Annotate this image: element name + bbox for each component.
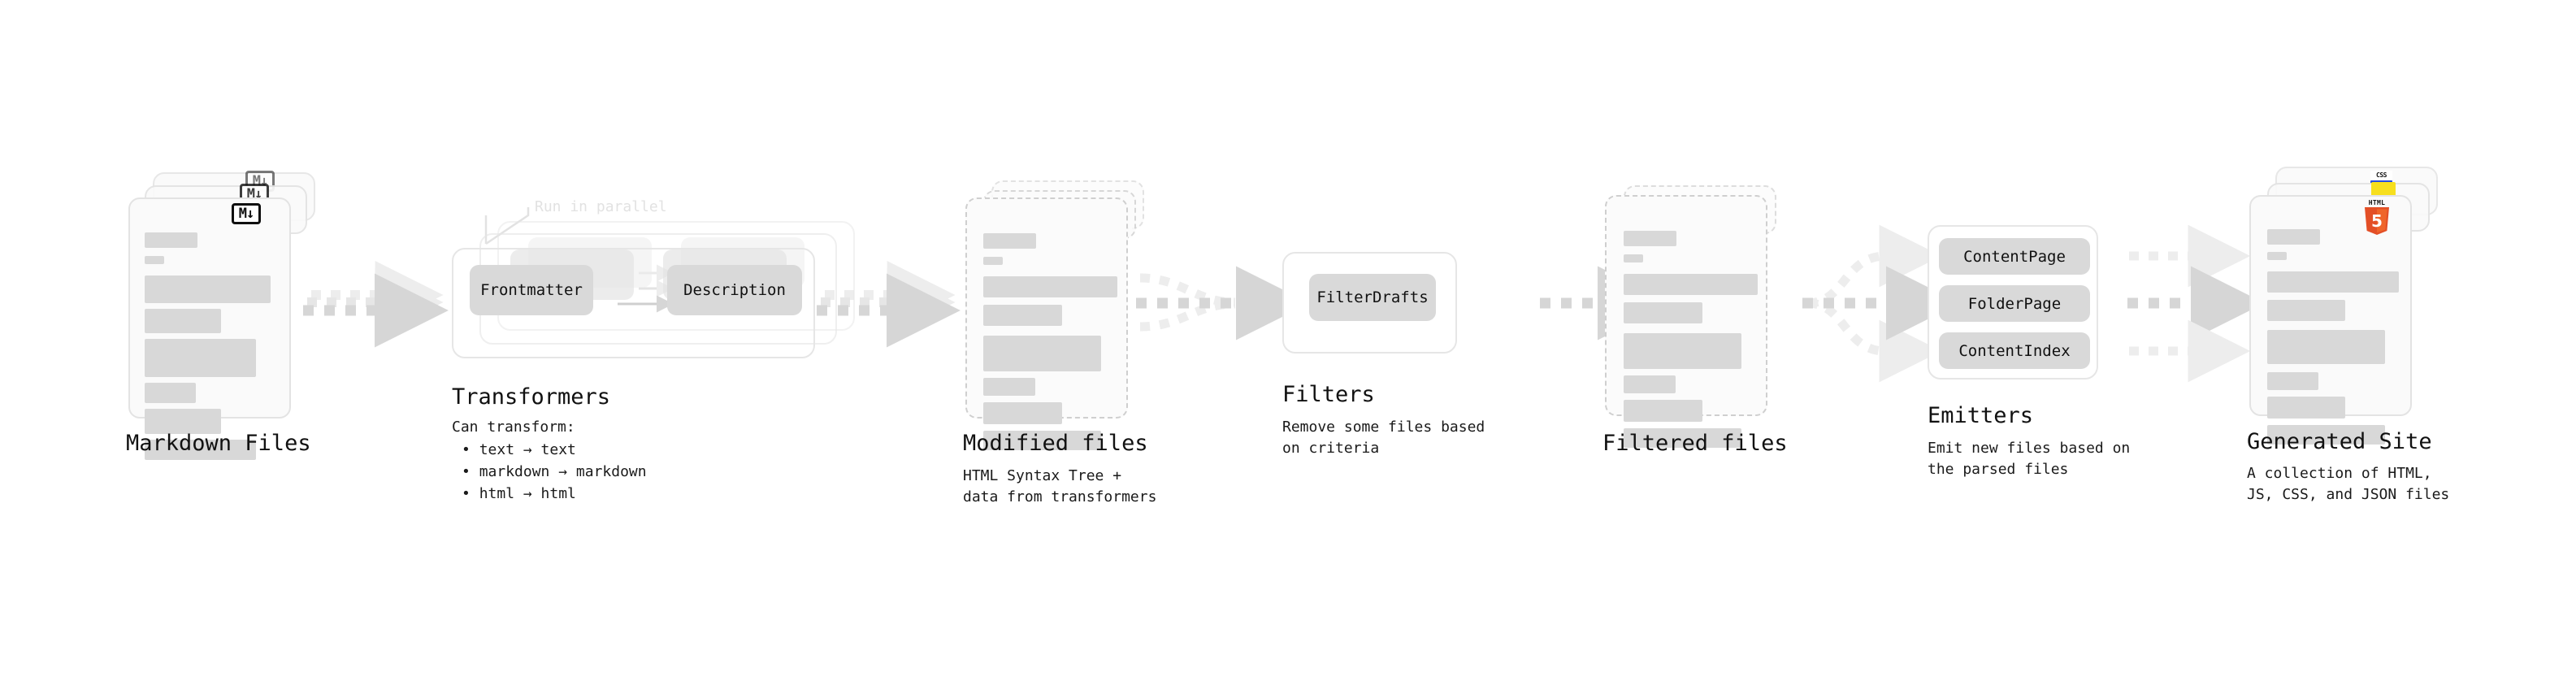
- text-line: [145, 256, 164, 264]
- text-line: [983, 402, 1062, 424]
- emitter-pill-contentindex[interactable]: ContentIndex: [1939, 332, 2090, 369]
- html5-icon-wordmark: HTML: [2368, 199, 2386, 206]
- stage-title-filtered-files: Filtered files: [1602, 431, 1788, 456]
- stage-subtitle-emitters: Emit new files based on the parsed files: [1928, 440, 2131, 478]
- text-line: [2267, 330, 2385, 364]
- text-line: [1624, 274, 1758, 295]
- text-line: [2267, 372, 2318, 390]
- text-line: [983, 257, 1003, 265]
- js-icon: [2371, 182, 2396, 198]
- arrow-markdown-to-transformers: [303, 261, 449, 348]
- text-line: [2267, 425, 2385, 445]
- text-line: [1624, 400, 1702, 422]
- modified-sheet-front: [965, 197, 1128, 450]
- text-line: [983, 336, 1101, 371]
- stage-title-modified-files: Modified files: [963, 431, 1148, 456]
- text-line: [983, 305, 1062, 326]
- arrow-emitters-to-site: [2127, 224, 2265, 383]
- text-line: [1624, 302, 1702, 323]
- svg-text:5: 5: [2371, 211, 2383, 231]
- text-line: [1624, 333, 1741, 369]
- arrow-filtered-to-emitters: [1802, 224, 1960, 383]
- text-line: [145, 275, 271, 303]
- stage-subtitle-modified-files: HTML Syntax Tree + data from transformer…: [963, 467, 1157, 505]
- stage-subtitle-filters: Remove some files based on criteria: [1282, 419, 1485, 457]
- text-line: [1624, 375, 1676, 393]
- site-sheet-front: [2249, 195, 2412, 445]
- stage-title-transformers: Transformers: [452, 384, 611, 410]
- text-line: [1624, 428, 1741, 448]
- transformer-pill-frontmatter[interactable]: Frontmatter: [470, 265, 593, 315]
- stage-subtitle-generated-site: A collection of HTML, JS, CSS, and JSON …: [2247, 465, 2450, 503]
- text-line: [145, 309, 221, 333]
- stage-title-markdown-files: Markdown Files: [126, 431, 311, 456]
- emitters-panel: ContentPage FolderPage ContentIndex: [1928, 225, 2098, 380]
- transform-rule-text: text → text: [479, 441, 576, 458]
- text-line: [145, 232, 197, 248]
- text-line: [1624, 254, 1643, 262]
- transform-rule-item: • text → text: [462, 441, 576, 458]
- text-line: [145, 383, 196, 403]
- text-line: [983, 431, 1101, 450]
- text-line: [2267, 229, 2320, 245]
- transform-rule-item: • html → html: [462, 485, 576, 502]
- css3-icon-label: CSS: [2370, 171, 2392, 180]
- text-line: [983, 276, 1117, 297]
- html5-icon: HTML 5: [2363, 199, 2391, 235]
- stage-title-emitters: Emitters: [1928, 403, 2034, 428]
- transform-rule-text: markdown → markdown: [479, 463, 647, 480]
- text-line: [2267, 271, 2399, 293]
- markdown-sheet-front: [128, 197, 291, 460]
- arrow-modified-to-filters: [1136, 266, 1310, 340]
- transform-heading: Can transform:: [452, 419, 575, 436]
- filters-panel: FilterDrafts: [1282, 252, 1457, 354]
- transformer-pill-description[interactable]: Description: [667, 265, 802, 315]
- text-line: [145, 409, 221, 434]
- parallel-annotation: Run in parallel: [535, 198, 667, 215]
- text-line: [1624, 231, 1676, 246]
- emitter-pill-folderpage[interactable]: FolderPage: [1939, 285, 2090, 322]
- filtered-sheet-front: [1605, 195, 1767, 448]
- transformer-panel-front: Frontmatter Description: [452, 248, 815, 358]
- emitter-pill-contentpage[interactable]: ContentPage: [1939, 238, 2090, 275]
- transform-rule-text: html → html: [479, 485, 576, 502]
- stage-title-filters: Filters: [1282, 382, 1375, 407]
- text-line: [145, 339, 256, 377]
- text-line: [983, 378, 1035, 396]
- text-line: [145, 440, 256, 460]
- filter-pill-filterdrafts[interactable]: FilterDrafts: [1309, 274, 1436, 321]
- text-line: [983, 233, 1036, 249]
- text-line: [2267, 397, 2345, 419]
- text-line: [2267, 252, 2287, 260]
- transform-rule-item: • markdown → markdown: [462, 463, 647, 480]
- stage-title-generated-site: Generated Site: [2247, 429, 2432, 454]
- text-line: [2267, 300, 2345, 321]
- markdown-icon: M↓: [232, 203, 261, 224]
